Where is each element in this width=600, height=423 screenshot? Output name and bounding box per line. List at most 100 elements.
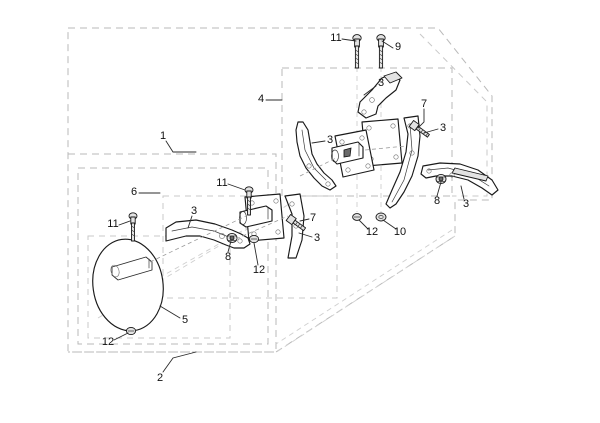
- front-plate-hole-2: [359, 135, 365, 141]
- callout-3-c3e: 3: [187, 205, 197, 229]
- upper-small-bracket-outline: [357, 73, 401, 119]
- callout-12-c12a: 12: [253, 242, 265, 276]
- hex-bolt-upper-right: [408, 120, 430, 138]
- disc-group-box: [87, 235, 231, 339]
- callout-9-c9: 9: [381, 40, 401, 53]
- right-diagonal-frame: [277, 235, 456, 352]
- callout-number: 2: [157, 372, 163, 384]
- callout-leader-line: [165, 140, 197, 153]
- lock-nut-8b-flats: [227, 235, 237, 241]
- callout-leader-line: [363, 85, 377, 96]
- guide-arm-to-plate: [235, 215, 289, 240]
- callout-leader-line: [417, 108, 425, 129]
- front-plate-hole-1: [339, 139, 345, 145]
- scraper-arm-lower-crease: [171, 226, 237, 241]
- washer-10-bore: [378, 215, 384, 219]
- upper-bracket-hole-1: [369, 97, 375, 103]
- callout-11-c11c: 11: [107, 218, 131, 230]
- carriage-bolt-left: [352, 34, 362, 69]
- callout-number: 1: [160, 130, 166, 142]
- carriage-bolt-disc: [128, 212, 138, 242]
- washer-10: [375, 212, 387, 222]
- rear-plate-hole-3: [393, 154, 399, 160]
- callout-number: 3: [327, 134, 333, 146]
- callout-leader-line: [162, 351, 197, 373]
- callout-2-c2: 2: [157, 351, 197, 384]
- upper-small-bracket-tab: [383, 71, 403, 84]
- lock-nut-8a-bore: [438, 176, 444, 182]
- lock-nut-8b-bore: [229, 235, 235, 241]
- long-curved-scraper-tab: [451, 167, 489, 182]
- callout-number: 3: [440, 122, 446, 134]
- callout-12-c12c: 12: [102, 332, 129, 348]
- rear-plate-hole-1: [366, 125, 372, 131]
- callout-number: 9: [395, 41, 401, 53]
- washer-12-mid: [352, 213, 362, 221]
- callout-3-c3f: 3: [298, 232, 320, 244]
- callout-leader-line: [159, 305, 181, 319]
- callout-12-c12b: 12: [358, 219, 378, 238]
- hex-bolt-shank-7b: [292, 219, 307, 232]
- callout-leader-line: [299, 218, 310, 222]
- callout-6-c6: 6: [131, 186, 161, 198]
- disc-hub-bushing: [111, 256, 153, 281]
- bolt-thread-11b: [247, 199, 251, 211]
- front-plate-hole-3: [365, 163, 371, 169]
- long-curved-scraper-outline: [420, 162, 499, 196]
- callout-number: 8: [225, 251, 231, 263]
- curved-scraper-left-hole-1: [306, 163, 312, 169]
- callout-number: 8: [434, 195, 440, 207]
- disc-hub-bore: [110, 264, 120, 278]
- right-angle-frame: [419, 33, 488, 197]
- callout-number: 5: [182, 314, 188, 326]
- lower-assembly-group-box: [68, 153, 277, 353]
- long-curved-hole-2: [449, 172, 455, 178]
- callout-number: 3: [314, 232, 320, 244]
- vertical-scraper-hole-2: [409, 150, 415, 156]
- callout-3-c3b: 3: [311, 134, 333, 146]
- callout-number: 3: [463, 198, 469, 210]
- rear-plate-hole-2: [390, 123, 396, 129]
- washer-12-lower: [248, 234, 260, 244]
- vertical-scraper-arm-right: [385, 115, 421, 209]
- curved-scraper-left-hole-2: [325, 181, 331, 187]
- callout-8-c8a: 8: [434, 181, 442, 207]
- lower-bracket-assembly: [239, 193, 305, 259]
- bolt-thread-9: [379, 49, 383, 65]
- lock-nut-lower: [226, 232, 238, 244]
- callout-leader-line: [382, 219, 397, 230]
- callout-number: 4: [258, 93, 264, 105]
- callout-leader-line: [423, 128, 439, 134]
- callout-leader-line: [118, 220, 131, 226]
- upper-small-bracket: [357, 71, 403, 119]
- callout-5-c5: 5: [159, 305, 188, 326]
- callout-7-c7b: 7: [299, 212, 316, 224]
- hex-bolt-lower: [285, 214, 307, 232]
- callout-number: 3: [378, 77, 384, 89]
- callout-number: 11: [107, 218, 118, 230]
- callout-leader-line: [187, 215, 193, 229]
- callout-number: 12: [366, 226, 378, 238]
- lower-plate-hole-2: [273, 198, 279, 204]
- scraper-arm-hole-b: [237, 238, 243, 244]
- callout-number: 12: [253, 264, 265, 276]
- disc-blade-outline: [92, 238, 164, 332]
- callout-11-c11b: 11: [216, 177, 246, 191]
- washer-10-body: [375, 212, 387, 222]
- callout-11-c11a: 11: [330, 32, 357, 44]
- assembly-guide-lines: [149, 145, 407, 263]
- callout-number: 11: [330, 32, 341, 44]
- hex-bolt-thread-7b: [295, 221, 303, 229]
- middle-plate-assembly: [331, 118, 403, 178]
- callout-leader-line: [253, 242, 259, 266]
- washer-12-disc: [125, 326, 137, 336]
- callout-leader-line: [227, 240, 232, 253]
- lower-plate-hole-3: [275, 229, 281, 235]
- callout-leader-line: [381, 40, 394, 49]
- callout-leader-line: [298, 232, 313, 238]
- long-curved-hole-1: [426, 168, 432, 174]
- lock-nut-8a-flats: [436, 176, 446, 182]
